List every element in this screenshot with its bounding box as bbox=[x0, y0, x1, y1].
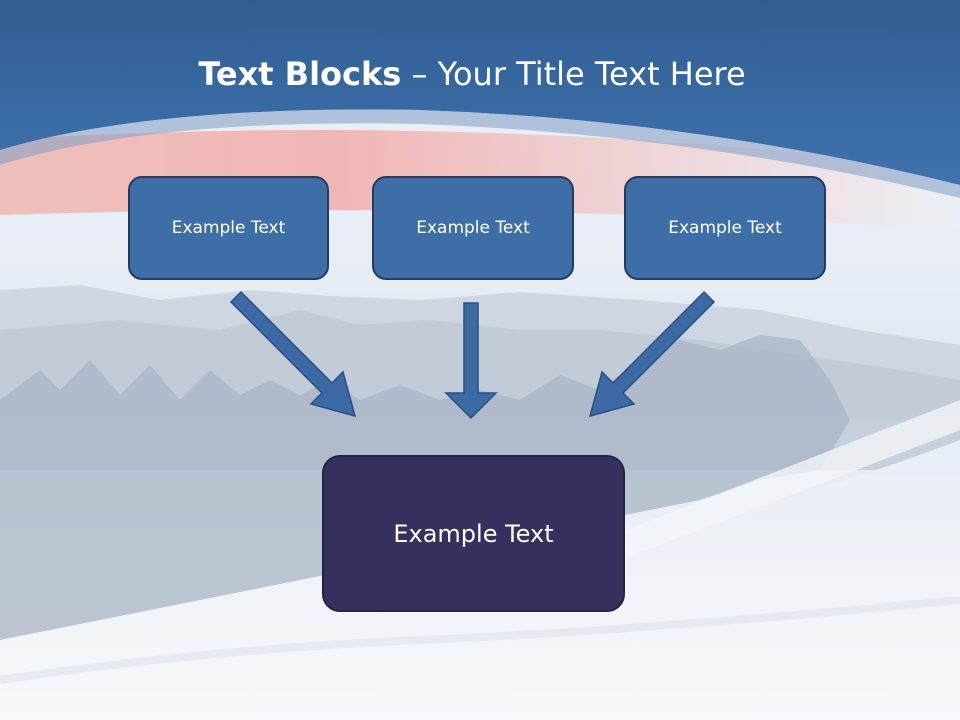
title-rest: Your Title Text Here bbox=[437, 55, 746, 93]
slide-title: Text Blocks – Your Title Text Here bbox=[0, 52, 944, 96]
arrow-right bbox=[588, 290, 716, 418]
arrows bbox=[229, 290, 716, 420]
header-band bbox=[0, 0, 960, 185]
text-block-top-center: Example Text bbox=[372, 176, 574, 280]
text-block-top-right: Example Text bbox=[624, 176, 826, 280]
text-block-bottom: Example Text bbox=[322, 455, 625, 612]
arrow-left bbox=[229, 290, 357, 418]
title-bold: Text Blocks bbox=[198, 55, 402, 93]
arrow-center bbox=[444, 302, 498, 420]
text-block-top-left: Example Text bbox=[128, 176, 329, 280]
header-arc bbox=[0, 109, 960, 198]
title-dash: – bbox=[401, 55, 438, 93]
